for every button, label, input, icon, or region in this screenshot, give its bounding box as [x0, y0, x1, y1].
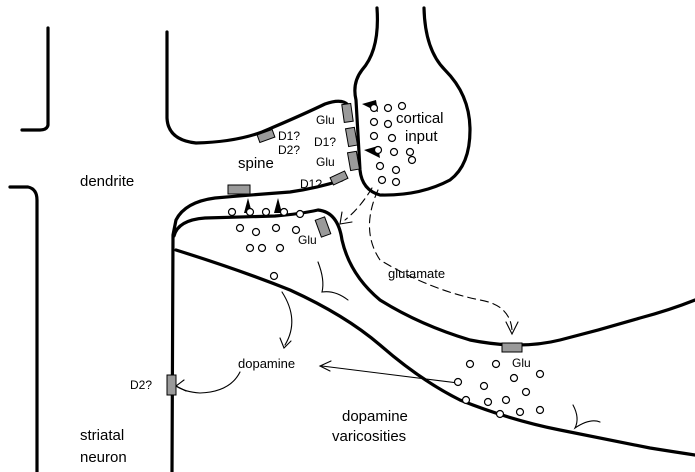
vesicle — [521, 387, 531, 397]
receptor-glu-mid — [344, 126, 359, 148]
squiggle-1 — [317, 261, 349, 301]
vesicle — [245, 207, 255, 217]
vesicle — [279, 207, 289, 217]
vesicle — [495, 409, 505, 419]
vesicle — [453, 377, 463, 387]
vesicle — [387, 133, 397, 143]
dopamine-arrow-from-lower-varicosity — [321, 365, 459, 384]
vesicle — [373, 145, 383, 155]
label-dendrite: dendrite — [80, 173, 134, 190]
vesicle — [375, 161, 385, 171]
vesicle — [509, 373, 519, 383]
vesicle — [291, 225, 301, 235]
label-dopamine-varicosities-2: varicosities — [332, 428, 406, 445]
receptor-d1-spine-lower — [329, 170, 349, 186]
cortical-terminal-outline — [353, 6, 472, 197]
vesicle — [501, 395, 511, 405]
glutamate-arrow-spine-head — [339, 211, 353, 225]
vesicle — [405, 147, 415, 157]
glutamate-path-to-spine — [344, 187, 373, 221]
vesicle — [483, 397, 493, 407]
vesicle — [407, 155, 417, 165]
label-dopamine-varicosities-1: dopamine — [342, 408, 408, 425]
label-d2-spine: D2? — [278, 143, 300, 157]
receptor-glu-varicosity — [314, 216, 332, 238]
label-d1-top: D1? — [314, 135, 336, 149]
dendrite-left-outline — [20, 26, 50, 132]
label-input: input — [405, 128, 438, 145]
label-d2-striatal: D2? — [130, 378, 152, 392]
receptor-glu-top — [341, 102, 354, 124]
vesicle — [491, 359, 501, 369]
dopamine-arrow-to-d2 — [175, 371, 241, 394]
vesicles — [227, 101, 545, 419]
vesicle — [389, 147, 399, 157]
vesicle — [535, 405, 545, 415]
squiggles — [317, 261, 601, 430]
vesicle — [535, 369, 545, 379]
glutamate-arrow-head — [505, 321, 519, 336]
spine-head-outline — [170, 178, 344, 472]
label-cortical: cortical — [396, 110, 444, 127]
label-glu-top: Glu — [316, 113, 335, 127]
vesicle — [515, 407, 525, 417]
vesicle — [257, 243, 267, 253]
label-neuron: neuron — [80, 449, 127, 466]
vesicle — [261, 207, 271, 217]
labels: dendrite spine cortical input glutamate … — [80, 110, 531, 466]
vesicle — [369, 103, 379, 113]
vesicle — [271, 223, 281, 233]
vesicle — [369, 131, 379, 141]
label-glu-lower-varicosity: Glu — [512, 356, 531, 370]
vesicle — [479, 381, 489, 391]
dopamine-arrow-head-2 — [318, 360, 332, 372]
label-d1-lower: D1? — [300, 177, 322, 191]
vesicle — [377, 175, 387, 185]
vesicle — [391, 165, 401, 175]
dopamine-arrow-from-spine-varicosity — [281, 291, 293, 346]
glutamate-path-main — [368, 189, 513, 331]
label-d1-spine: D1? — [278, 129, 300, 143]
dopamine-arrow-head-3 — [174, 379, 187, 392]
vesicle — [383, 119, 393, 129]
dendrite-left-outline-lower — [8, 185, 39, 472]
vesicle — [369, 117, 379, 127]
dopamine-arrows — [174, 291, 459, 394]
contact-marker-4 — [274, 198, 282, 213]
dendrite-upper-outline — [165, 30, 350, 145]
label-glutamate: glutamate — [388, 266, 445, 281]
label-spine: spine — [238, 155, 274, 172]
squiggle-2 — [572, 404, 601, 430]
vesicle — [251, 227, 261, 237]
label-dopamine-arrow: dopamine — [238, 356, 295, 371]
receptor-d2-striatal — [166, 374, 177, 396]
label-glu-varicosity: Glu — [298, 233, 317, 247]
receptor-spine-head — [227, 184, 251, 195]
label-glu-mid: Glu — [316, 155, 335, 169]
vesicle — [227, 207, 237, 217]
label-striatal: striatal — [80, 427, 124, 444]
membranes — [8, 6, 695, 472]
vesicle — [235, 223, 245, 233]
glutamate-paths — [339, 187, 519, 336]
vesicle — [269, 271, 279, 281]
receptor-d1-spine-upper — [256, 128, 276, 144]
receptor-glu-lower-varicosity — [501, 342, 523, 353]
receptor-glu-lower — [346, 150, 361, 172]
vesicle — [397, 101, 407, 111]
vesicle — [275, 243, 285, 253]
vesicle — [465, 359, 475, 369]
vesicle — [461, 395, 471, 405]
vesicle — [245, 243, 255, 253]
dopamine-varicosity-outline — [172, 208, 695, 347]
dopamine-varicosity-lower — [174, 248, 695, 457]
vesicle — [391, 177, 401, 187]
receptors — [166, 102, 523, 396]
dopamine-arrow-head-1 — [279, 337, 292, 349]
vesicle — [383, 103, 393, 113]
vesicle — [295, 209, 305, 219]
